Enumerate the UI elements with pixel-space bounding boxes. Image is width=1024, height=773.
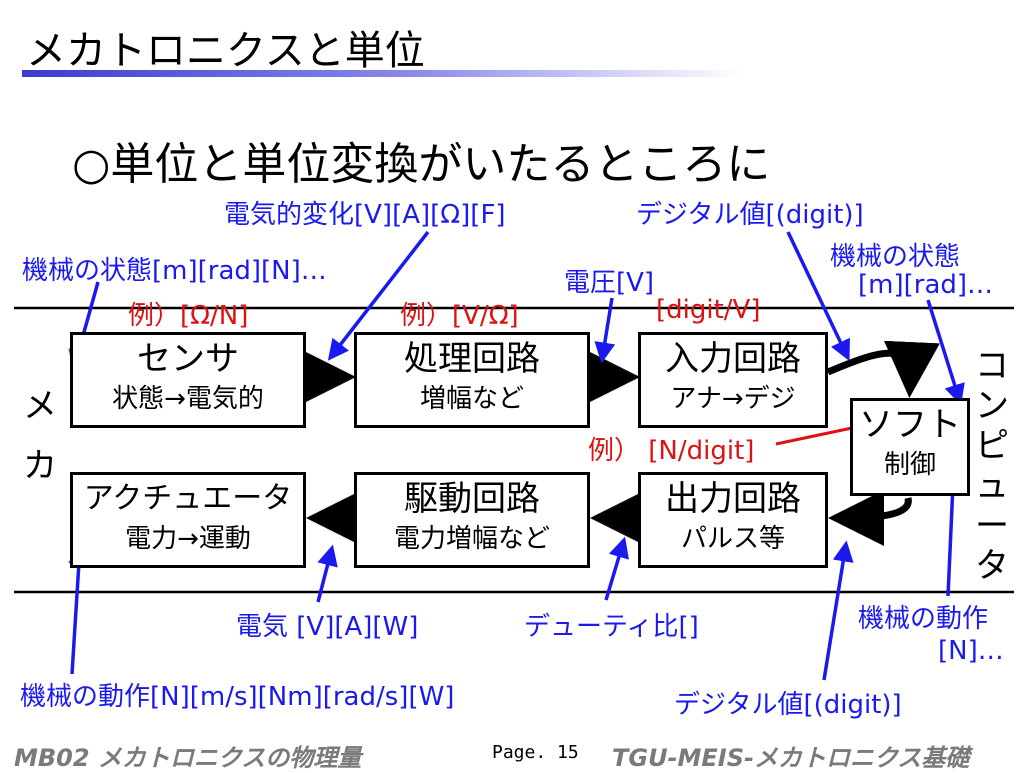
processing-title: 処理回路 (404, 339, 540, 379)
electrical-change-label: 電気的変化[V][A][Ω][F] (224, 200, 506, 230)
annot-arrow-voltage (594, 297, 616, 364)
sensor-box: センサ 状態→電気的 (70, 332, 306, 428)
footer-course-title: MB02 メカトロニクスの物理量 (14, 744, 362, 772)
voltage-label: 電圧[V] (564, 268, 655, 298)
processing-box: 処理回路 増幅など (354, 332, 590, 428)
slide-title: メカトロニクスと単位 (26, 28, 425, 74)
soft-example-connector (775, 426, 853, 446)
annot-arrow-digital-bottom (822, 540, 854, 681)
footer-page-number: Page. 15 (492, 742, 579, 763)
soft-box: ソフト 制御 (850, 398, 970, 496)
soft-subtitle: 制御 (883, 450, 936, 480)
machine-state-right-units: [m][rad]… (858, 270, 994, 300)
soft-example: 例） [N/digit] (588, 436, 755, 466)
processing-subtitle: 増幅など (419, 384, 524, 414)
machine-motion-right-label: 機械の動作 (858, 604, 989, 634)
annot-arrow-electrical-change (327, 230, 430, 361)
arrow-soft-to-output (828, 489, 912, 546)
input-title: 入力回路 (665, 339, 801, 379)
annot-arrow-electricity (316, 544, 338, 603)
duty-ratio-label: デューティ比[] (524, 612, 699, 642)
footer-series-title: TGU-MEIS-メカトロニクス基礎 (612, 744, 970, 772)
drive-box: 駆動回路 電力増幅など (354, 472, 590, 568)
title-underline (22, 70, 742, 77)
side-label-mechanical: メ カ (23, 386, 57, 486)
machine-state-left-label: 機械の状態[m][rad][N]… (22, 256, 327, 286)
digital-value-top-label: デジタル値[(digit)] (636, 200, 864, 230)
machine-state-right-label: 機械の状態 (830, 242, 961, 272)
sensor-subtitle: 状態→電気的 (112, 384, 264, 414)
input-box: 入力回路 アナ→デジ (638, 332, 828, 428)
processing-example: 例）[V/Ω] (400, 301, 519, 331)
soft-title: ソフト (859, 405, 961, 445)
arrow-input-to-soft (826, 340, 940, 398)
output-box: 出力回路 パルス等 (638, 472, 828, 568)
annot-arrow-machine-state-right (926, 299, 965, 406)
drive-title: 駆動回路 (404, 479, 540, 519)
drive-subtitle: 電力増幅など (393, 524, 550, 554)
output-subtitle: パルス等 (680, 524, 785, 554)
sensor-title: センサ (137, 339, 239, 379)
input-example: [digit/V] (656, 295, 761, 325)
digital-value-bottom-label: デジタル値[(digit)] (674, 690, 902, 720)
machine-motion-right-units: [N]… (938, 636, 1004, 666)
machine-motion-left-label: 機械の動作[N][m/s][Nm][rad/s][W] (20, 682, 455, 712)
actuator-title: アクチュエータ (83, 481, 293, 516)
output-title: 出力回路 (665, 479, 801, 519)
actuator-subtitle: 電力→運動 (125, 524, 251, 554)
input-subtitle: アナ→デジ (670, 384, 796, 414)
slide-subtitle: ○単位と単位変換がいたるところに (72, 139, 771, 190)
electricity-label: 電気 [V][A][W] (236, 612, 419, 642)
annot-arrow-digital-top (786, 231, 850, 362)
side-label-computer: コ ン ピ ュ ー タ (975, 346, 1009, 586)
annot-arrow-duty-ratio (604, 536, 630, 601)
sensor-example: 例）[Ω/N] (128, 301, 249, 331)
actuator-box: アクチュエータ 電力→運動 (70, 472, 306, 568)
